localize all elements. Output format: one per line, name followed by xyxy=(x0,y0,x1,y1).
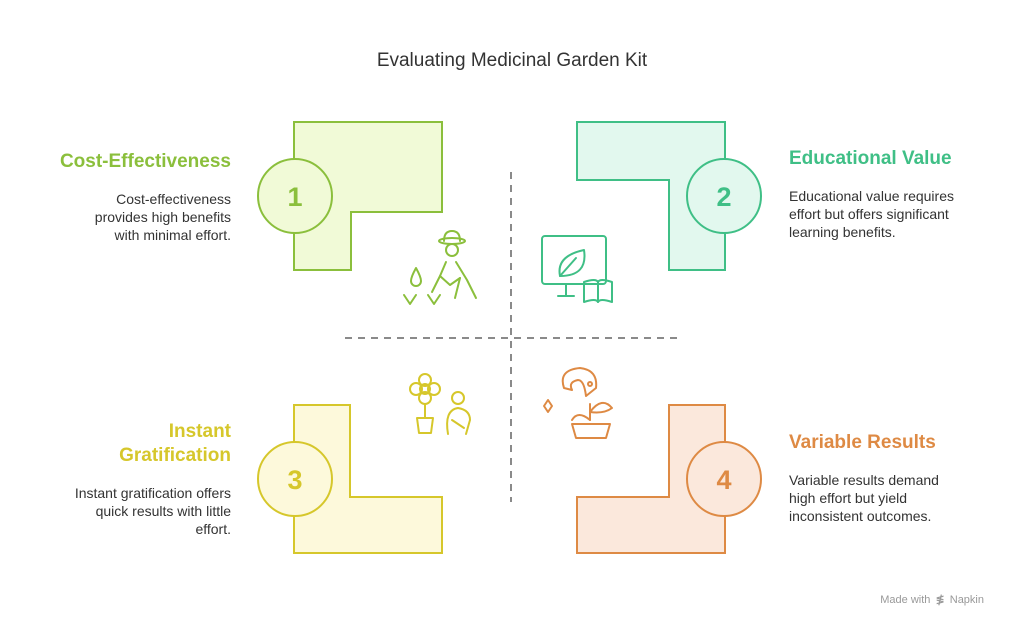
quadrant-4-circle xyxy=(686,441,762,517)
quadrant-4-description: Variable results demand high effort but … xyxy=(789,471,939,525)
quadrant-3-heading-line: Gratification xyxy=(119,445,231,466)
quadrant-2-circle xyxy=(686,158,762,234)
quadrant-4-number: 4 xyxy=(716,465,731,495)
quadrant-1-description: Cost-effectiveness provides high benefit… xyxy=(95,190,231,244)
quadrant-2-number: 2 xyxy=(716,182,731,212)
quadrant-4-shape xyxy=(576,404,726,554)
napkin-logo-icon: ≸ xyxy=(935,594,945,606)
quadrant-3-heading: Instant Gratification xyxy=(119,420,231,468)
quadrant-3-circle xyxy=(257,441,333,517)
quadrant-3-heading-line: Instant xyxy=(168,421,231,442)
quadrant-3-number: 3 xyxy=(287,465,302,495)
quadrant-4-description-line: inconsistent outcomes. xyxy=(789,508,932,524)
quadrant-1-heading: Cost-Effectiveness xyxy=(59,151,231,172)
quadrant-3-description-line: Instant gratification offers xyxy=(74,485,231,501)
quadrant-3-description: Instant gratification offers quick resul… xyxy=(75,484,231,538)
quadrant-1-description-line: with minimal effort. xyxy=(114,227,231,243)
leaf-screen-book-icon xyxy=(541,235,613,303)
flower-pot-person-icon xyxy=(409,373,471,435)
quadrant-3-description-line: effort. xyxy=(195,521,231,537)
quadrant-1-circle xyxy=(257,158,333,234)
quadrant-3-description-line: quick results with little xyxy=(95,503,231,519)
quadrant-1-description-line: provides high benefits xyxy=(94,209,231,225)
quadrant-2-shape xyxy=(576,121,726,271)
quadrant-3-shape xyxy=(293,404,443,554)
quadrant-2-description: Educational value requires effort but of… xyxy=(789,187,954,241)
quadrant-4-description-line: Variable results demand xyxy=(789,472,939,488)
snake-plant-sparkle-icon xyxy=(543,367,613,439)
footer-brand: Napkin xyxy=(949,594,984,606)
quadrant-1-shape xyxy=(293,121,443,271)
quadrant-4-heading: Variable Results xyxy=(789,432,936,453)
quadrant-2-description-line: effort but offers significant xyxy=(789,206,949,222)
footer-prefix: Made with xyxy=(880,594,931,606)
quadrant-1-description-line: Cost-effectiveness xyxy=(116,191,231,207)
made-with-napkin-footer: Made with ≸ Napkin xyxy=(880,593,984,606)
quadrant-2-heading: Educational Value xyxy=(789,148,952,169)
gardener-watering-icon xyxy=(403,230,477,305)
quadrant-4-description-line: high effort but yield xyxy=(789,490,908,506)
quadrant-2-description-line: learning benefits. xyxy=(789,224,896,240)
quadrant-2-description-line: Educational value requires xyxy=(789,188,954,204)
quadrant-1-number: 1 xyxy=(287,182,302,212)
page-title: Evaluating Medicinal Garden Kit xyxy=(376,50,648,71)
